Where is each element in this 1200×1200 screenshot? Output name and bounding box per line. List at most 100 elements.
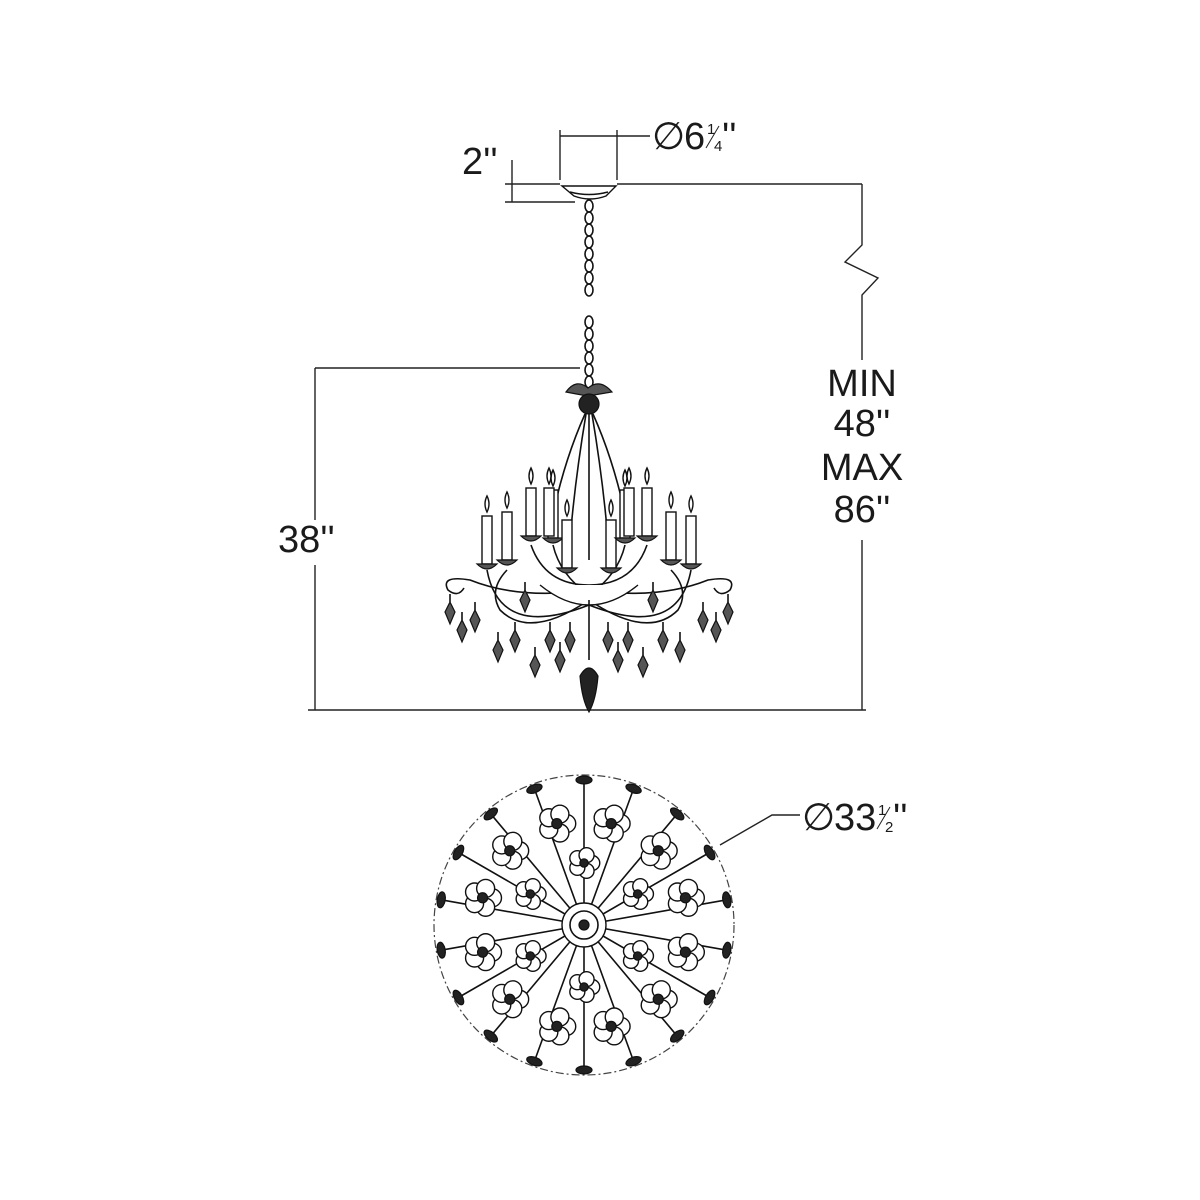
crystal-drop	[519, 588, 531, 614]
crystal-drop	[564, 628, 576, 654]
plan-diameter-unit: ''	[893, 797, 908, 839]
plan-arm	[583, 924, 727, 951]
plan-flower-center	[525, 951, 536, 961]
crystal-drop	[657, 628, 669, 654]
chain-link	[584, 271, 594, 285]
plan-arm	[583, 899, 727, 926]
plan-flower-center	[579, 982, 589, 992]
plan-flower-center	[652, 993, 664, 1005]
crown-ball	[578, 393, 600, 415]
plan-diameter-fraction-bar	[876, 806, 891, 830]
crystal-drop	[529, 653, 541, 679]
chain-link	[584, 315, 594, 329]
plan-arm-tip	[722, 941, 732, 959]
candle-bobeche	[555, 567, 579, 574]
plan-arm	[490, 813, 585, 926]
canopy	[560, 185, 618, 200]
candle-arm	[588, 569, 692, 618]
plan-arm-tip	[483, 807, 499, 821]
plan-flower-center	[476, 946, 489, 958]
candle-arm	[588, 577, 733, 595]
candle-bobeche	[635, 535, 659, 542]
chain-link	[584, 327, 594, 341]
chain-link	[584, 363, 594, 377]
plan-flower-center	[525, 889, 536, 899]
plan-arm-tip	[703, 989, 716, 1006]
candle-bobeche	[495, 559, 519, 566]
candle-flame	[564, 498, 570, 518]
candle-sleeve	[685, 515, 697, 565]
crystal-drop	[509, 628, 521, 654]
plan-arm-tip	[669, 807, 685, 821]
plan-flower-center	[605, 817, 617, 830]
crystal-pendants	[444, 582, 734, 679]
candle-bobeche	[613, 537, 637, 544]
plan-flower-center	[504, 845, 516, 857]
plan-diameter-symbol: ∅	[802, 797, 835, 839]
candle-arm	[494, 569, 590, 624]
overall-height-max-value: 86''	[834, 489, 891, 531]
canopy-diameter-symbol: ∅	[652, 116, 685, 158]
crystal-drop	[492, 638, 504, 664]
plan-arm	[583, 924, 635, 1062]
fixture-height-label: 38''	[278, 519, 335, 561]
plan-center-dot	[578, 919, 590, 931]
candle-flame	[608, 498, 614, 518]
crystal-drop	[647, 588, 659, 614]
chain-lower	[584, 315, 594, 389]
candle-sleeve	[543, 487, 555, 537]
candle-sleeve	[481, 515, 493, 565]
candle-sleeve	[623, 487, 635, 537]
chain-link	[584, 223, 594, 237]
chain-link	[584, 259, 594, 273]
plan-flower-center	[579, 858, 589, 868]
plan-arm-tip	[575, 1065, 593, 1075]
plan-flower-center	[652, 845, 664, 857]
candle-bobeche	[541, 537, 565, 544]
candle-flame	[622, 468, 628, 488]
plan-center-ring	[569, 910, 599, 940]
chain-link	[584, 351, 594, 365]
plan-flowers	[464, 804, 706, 1046]
overall-height-break-line	[843, 184, 880, 360]
candle-flame	[546, 466, 552, 486]
candle-arm	[588, 569, 684, 624]
candle-flame	[688, 494, 694, 514]
candle-flame	[484, 494, 490, 514]
chain-link	[584, 283, 594, 297]
plan-diameter-leader	[719, 814, 800, 846]
plan-diameter-numerator: 1	[878, 802, 886, 819]
candle-bobeche	[679, 563, 703, 570]
plan-flower-center	[504, 993, 516, 1005]
crown-leaves	[564, 383, 614, 397]
overall-height-min-value: 48''	[834, 403, 891, 445]
crystal-drop	[612, 648, 624, 674]
canopy-diameter-numerator: 1	[707, 121, 715, 138]
plan-arm-tip	[669, 1029, 685, 1043]
crystal-drop	[444, 600, 456, 626]
chain-link	[584, 247, 594, 261]
candle-sleeve	[501, 511, 513, 561]
plan-arm-tip	[452, 844, 465, 861]
plan-flower-center	[551, 817, 563, 830]
dimension-lines	[308, 130, 880, 846]
candle-arm	[445, 577, 590, 595]
chain-link	[584, 235, 594, 249]
plan-view	[433, 774, 735, 1076]
canopy-diameter-denominator: 4	[714, 138, 722, 155]
crystal-drop	[722, 600, 734, 626]
plan-flower-center	[551, 1020, 563, 1033]
crystal-drop	[622, 628, 634, 654]
candle-sleeve	[605, 519, 617, 569]
plan-arm-tip	[436, 891, 446, 909]
candle-bobeche	[659, 559, 683, 566]
plan-flower-center	[476, 892, 489, 904]
candle-bobeche	[519, 535, 543, 542]
crystal-drop	[674, 638, 686, 664]
candle-arm	[486, 569, 590, 618]
crystal-drop	[554, 648, 566, 674]
chain-link	[584, 211, 594, 225]
candle-bobeche	[599, 567, 623, 574]
crystal-drop	[697, 608, 709, 634]
